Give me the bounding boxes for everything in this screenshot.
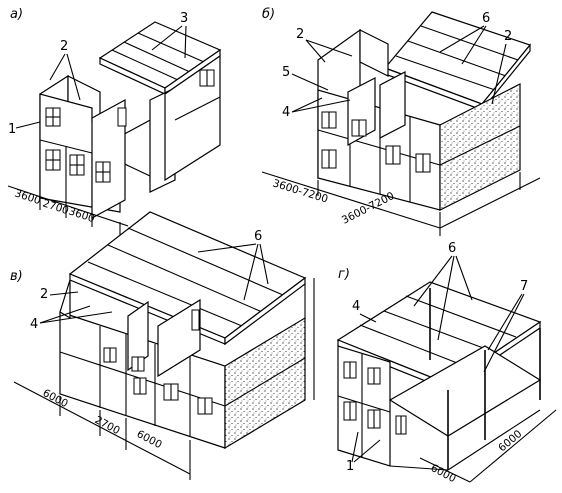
svg-text:6: 6	[448, 241, 456, 256]
svg-text:4: 4	[352, 299, 360, 314]
svg-text:7: 7	[520, 279, 528, 294]
panel-a-partition	[91, 98, 126, 220]
svg-text:4: 4	[30, 317, 38, 332]
panel-b-callouts: 2 2 5 4 6	[282, 11, 512, 120]
panel-a-callouts: 2 3 1	[8, 11, 188, 137]
panel-b-windows	[321, 111, 431, 173]
svg-text:2: 2	[60, 39, 68, 54]
svg-text:2: 2	[504, 29, 512, 44]
svg-text:1: 1	[346, 459, 354, 474]
panel-b: б)	[261, 7, 541, 236]
panel-g-letter: г)	[338, 267, 350, 282]
panel-v-windows	[103, 347, 213, 415]
panel-a-dim-1: 3600	[13, 187, 42, 207]
svg-text:6: 6	[254, 229, 262, 244]
panel-a-windows	[45, 69, 215, 183]
svg-text:6: 6	[482, 11, 490, 26]
panel-g-windows	[343, 361, 407, 435]
svg-text:2: 2	[296, 27, 304, 42]
panel-v-stippled-wall	[224, 316, 306, 450]
panel-v-dim-2: 2700	[93, 414, 122, 437]
panel-g-dim-1: 6000	[429, 462, 458, 485]
panel-a: а)	[7, 7, 222, 236]
panel-g-callouts: 4 6 7 1	[346, 241, 528, 474]
svg-text:4: 4	[282, 105, 290, 120]
panel-v-letter: в)	[10, 269, 23, 284]
svg-text:1: 1	[8, 122, 16, 137]
panel-g: г) 6000 6000	[336, 241, 557, 485]
panel-b-letter: б)	[262, 7, 275, 22]
panel-g-dim-2: 6000	[496, 428, 524, 454]
panel-b-dim-2: 3600-7200	[340, 190, 396, 227]
svg-text:3: 3	[180, 11, 188, 26]
panel-v-callouts: 2 4 6	[30, 229, 269, 332]
svg-text:5: 5	[282, 65, 290, 80]
panel-v: в)	[10, 211, 315, 480]
panel-a-letter: а)	[10, 7, 23, 22]
panel-b-dim-1: 3600-7200	[271, 177, 329, 205]
svg-text:2: 2	[40, 287, 48, 302]
